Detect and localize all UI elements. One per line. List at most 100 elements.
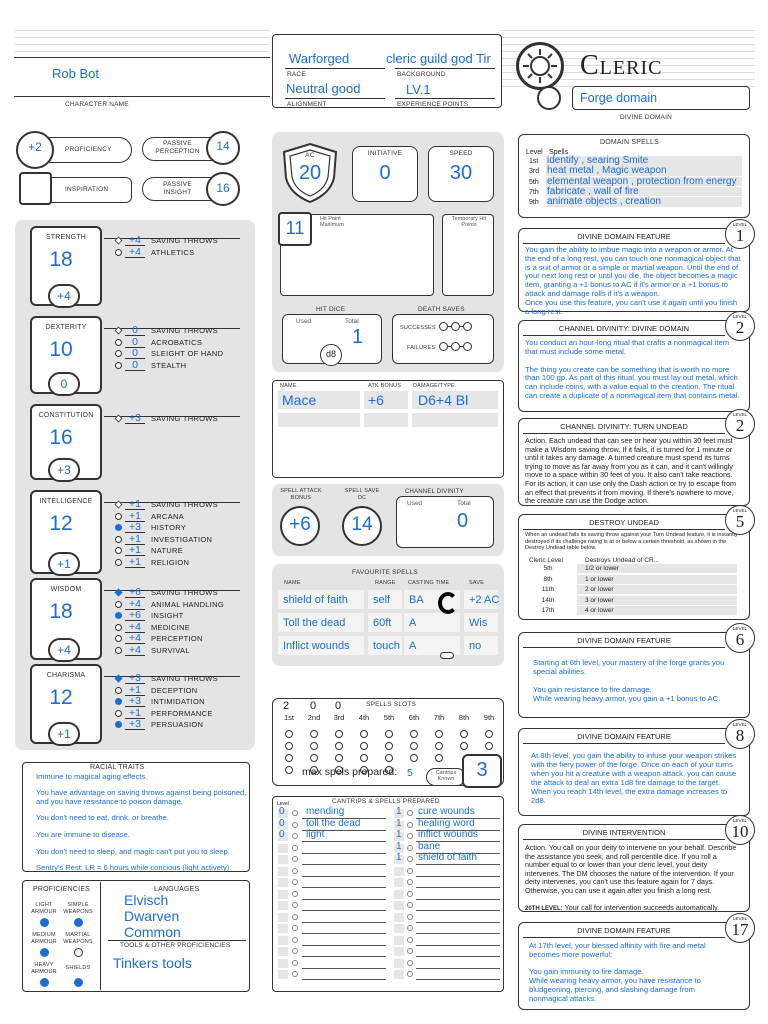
prof-heavy-armour-dot[interactable] xyxy=(40,978,49,987)
spell-slot-dot[interactable] xyxy=(460,742,468,750)
language-2[interactable]: Dwarven xyxy=(124,908,180,924)
prepared-dot[interactable] xyxy=(292,925,298,931)
prepared-level-field[interactable] xyxy=(394,958,404,968)
skill-proficiency-dot[interactable] xyxy=(115,350,122,358)
attack-damage-field[interactable] xyxy=(412,391,498,409)
skill-value[interactable]: +1 xyxy=(125,534,145,545)
ritual-toggle-icon[interactable] xyxy=(440,652,454,659)
spell-slot-dot[interactable] xyxy=(385,766,393,774)
prepared-dot[interactable] xyxy=(292,936,298,943)
cantrips-known-value[interactable]: 3 xyxy=(476,759,488,781)
prepared-dot[interactable] xyxy=(292,833,298,839)
spell-slot-dot[interactable] xyxy=(335,766,343,774)
spell-slot-dot[interactable] xyxy=(285,754,293,762)
spell-dc-value[interactable]: 14 xyxy=(351,514,373,535)
spell-slot-dot[interactable] xyxy=(485,730,493,738)
inspiration-checkbox[interactable] xyxy=(19,172,52,205)
ability-score[interactable]: 18 xyxy=(49,248,73,271)
prof-shields-dot[interactable] xyxy=(74,978,83,987)
spell-slot-dot[interactable] xyxy=(335,754,343,762)
saving-throw-proficiency-icon[interactable] xyxy=(114,500,123,509)
initiative-value[interactable]: 0 xyxy=(379,162,391,184)
prepared-level-field[interactable] xyxy=(394,878,404,887)
spell-slot-dot[interactable] xyxy=(410,730,418,738)
prepared-level-field[interactable] xyxy=(394,820,404,830)
failure-dot[interactable] xyxy=(439,342,448,351)
prepared-level-field[interactable] xyxy=(278,889,288,899)
failure-dots[interactable] xyxy=(439,342,472,351)
prepared-level-field[interactable] xyxy=(394,912,404,922)
prepared-level-field[interactable] xyxy=(278,924,288,933)
skill-value[interactable]: +4 xyxy=(125,633,145,645)
spell-slot-dot[interactable] xyxy=(360,754,368,762)
prepared-dot[interactable] xyxy=(407,902,413,908)
prepared-dot[interactable] xyxy=(407,821,413,828)
slot-count-1[interactable]: 2 xyxy=(283,700,290,712)
prepared-level-field[interactable] xyxy=(394,855,404,864)
success-dot[interactable] xyxy=(451,322,460,331)
prepared-level-field[interactable] xyxy=(278,901,288,910)
domain-spell-field[interactable] xyxy=(546,156,742,166)
alignment-value[interactable]: Neutral good xyxy=(286,81,361,96)
prepared-dot[interactable] xyxy=(292,890,298,897)
spell-slot-dot[interactable] xyxy=(435,730,443,738)
skill-proficiency-dot[interactable] xyxy=(115,535,122,543)
xp-value[interactable]: LV.1 xyxy=(406,82,431,97)
fav-spell-range-field[interactable] xyxy=(368,590,402,609)
prepared-dot[interactable] xyxy=(292,902,298,908)
ability-modifier[interactable]: +4 xyxy=(57,643,71,657)
prepared-dot[interactable] xyxy=(292,948,298,954)
hit-dice-total[interactable]: 1 xyxy=(352,326,364,348)
spell-slot-dot[interactable] xyxy=(435,742,443,750)
prepared-dot[interactable] xyxy=(292,959,298,966)
prepared-dot[interactable] xyxy=(407,833,413,839)
prepared-level-field[interactable] xyxy=(278,820,288,830)
spell-slot-dot[interactable] xyxy=(310,730,318,738)
skill-value[interactable]: +4 xyxy=(125,622,145,633)
prof-martial-weapons-dot[interactable] xyxy=(74,948,83,957)
failure-dot[interactable] xyxy=(451,342,460,351)
prepared-level-field[interactable] xyxy=(278,843,288,853)
skill-proficiency-dot[interactable] xyxy=(115,623,122,631)
fav-spell-save-field[interactable] xyxy=(464,590,498,609)
race-value[interactable]: Warforged xyxy=(289,51,350,66)
skill-proficiency-dot[interactable] xyxy=(115,612,122,620)
prepared-dot[interactable] xyxy=(407,890,413,897)
fav-spell-save-field[interactable] xyxy=(464,636,498,655)
prepared-dot[interactable] xyxy=(407,913,413,920)
skill-value[interactable]: 0 xyxy=(125,336,145,348)
skill-proficiency-dot[interactable] xyxy=(115,600,122,608)
ability-modifier[interactable]: +3 xyxy=(57,463,71,477)
spell-slot-dot[interactable] xyxy=(385,742,393,750)
spell-slot-dot[interactable] xyxy=(285,730,293,738)
skill-value[interactable]: +1 xyxy=(125,557,145,568)
domain-spell-field[interactable] xyxy=(546,176,742,187)
saving-throw-proficiency-icon[interactable] xyxy=(114,588,123,597)
skill-value[interactable]: +1 xyxy=(125,708,145,719)
prepared-dot[interactable] xyxy=(407,971,413,977)
skill-value[interactable]: +4 xyxy=(125,246,145,258)
prepared-dot[interactable] xyxy=(292,844,298,851)
fav-spell-time-field[interactable] xyxy=(404,636,460,655)
prepared-level-field[interactable] xyxy=(394,901,404,910)
prepared-dot[interactable] xyxy=(292,867,298,874)
prepared-dot[interactable] xyxy=(407,959,413,966)
prepared-level-field[interactable] xyxy=(394,947,404,956)
spell-slot-dot[interactable] xyxy=(460,730,468,738)
prepared-dot[interactable] xyxy=(407,936,413,943)
fav-spell-range-field[interactable] xyxy=(368,613,402,632)
skill-proficiency-dot[interactable] xyxy=(115,361,122,369)
skill-value[interactable]: +3 xyxy=(125,522,145,534)
spell-slot-dot[interactable] xyxy=(310,742,318,750)
prepared-level-field[interactable] xyxy=(278,866,288,876)
skill-value[interactable]: +1 xyxy=(125,545,145,557)
fav-spell-save-field[interactable] xyxy=(464,613,498,632)
prepared-dot[interactable] xyxy=(292,821,298,828)
skill-value[interactable]: +3 xyxy=(125,413,145,424)
skill-proficiency-dot[interactable] xyxy=(115,559,122,566)
prepared-dot[interactable] xyxy=(407,844,413,851)
success-dot[interactable] xyxy=(439,322,448,331)
background-value[interactable]: cleric guild god Tir xyxy=(386,51,491,66)
skill-value[interactable]: +4 xyxy=(125,598,145,610)
saving-throw-proficiency-icon[interactable] xyxy=(114,414,123,423)
